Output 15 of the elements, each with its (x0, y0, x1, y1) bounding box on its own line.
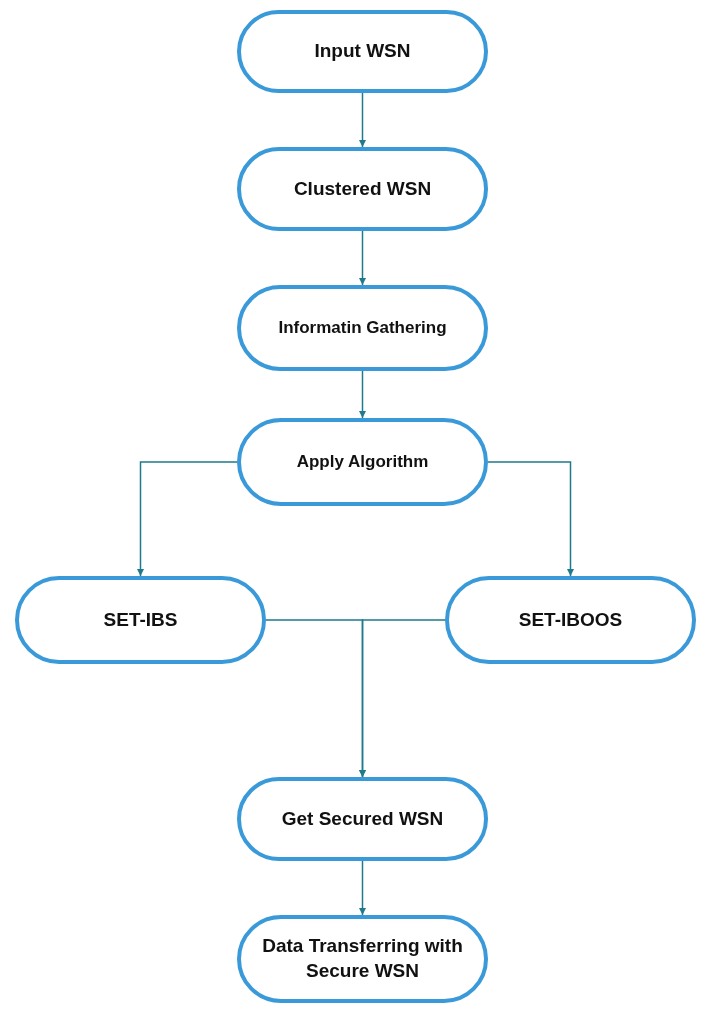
arrow (487, 461, 574, 577)
node-label: SET-IBOOS (518, 607, 623, 632)
node-label: Get Secured WSN (281, 806, 444, 831)
arrow (359, 230, 366, 286)
node-label: Data Transferring with Secure WSN (261, 934, 464, 983)
node-label: Informatin Gathering (278, 316, 447, 339)
arrow (137, 461, 238, 577)
node-label: Input WSN (314, 39, 411, 64)
arrow (359, 860, 366, 916)
node-label: Apply Algorithm (296, 450, 429, 473)
node-label: SET-IBS (103, 607, 178, 632)
node-label: Clustered WSN (293, 176, 432, 201)
arrow (359, 370, 366, 419)
arrow (359, 619, 446, 778)
arrow (359, 92, 366, 148)
